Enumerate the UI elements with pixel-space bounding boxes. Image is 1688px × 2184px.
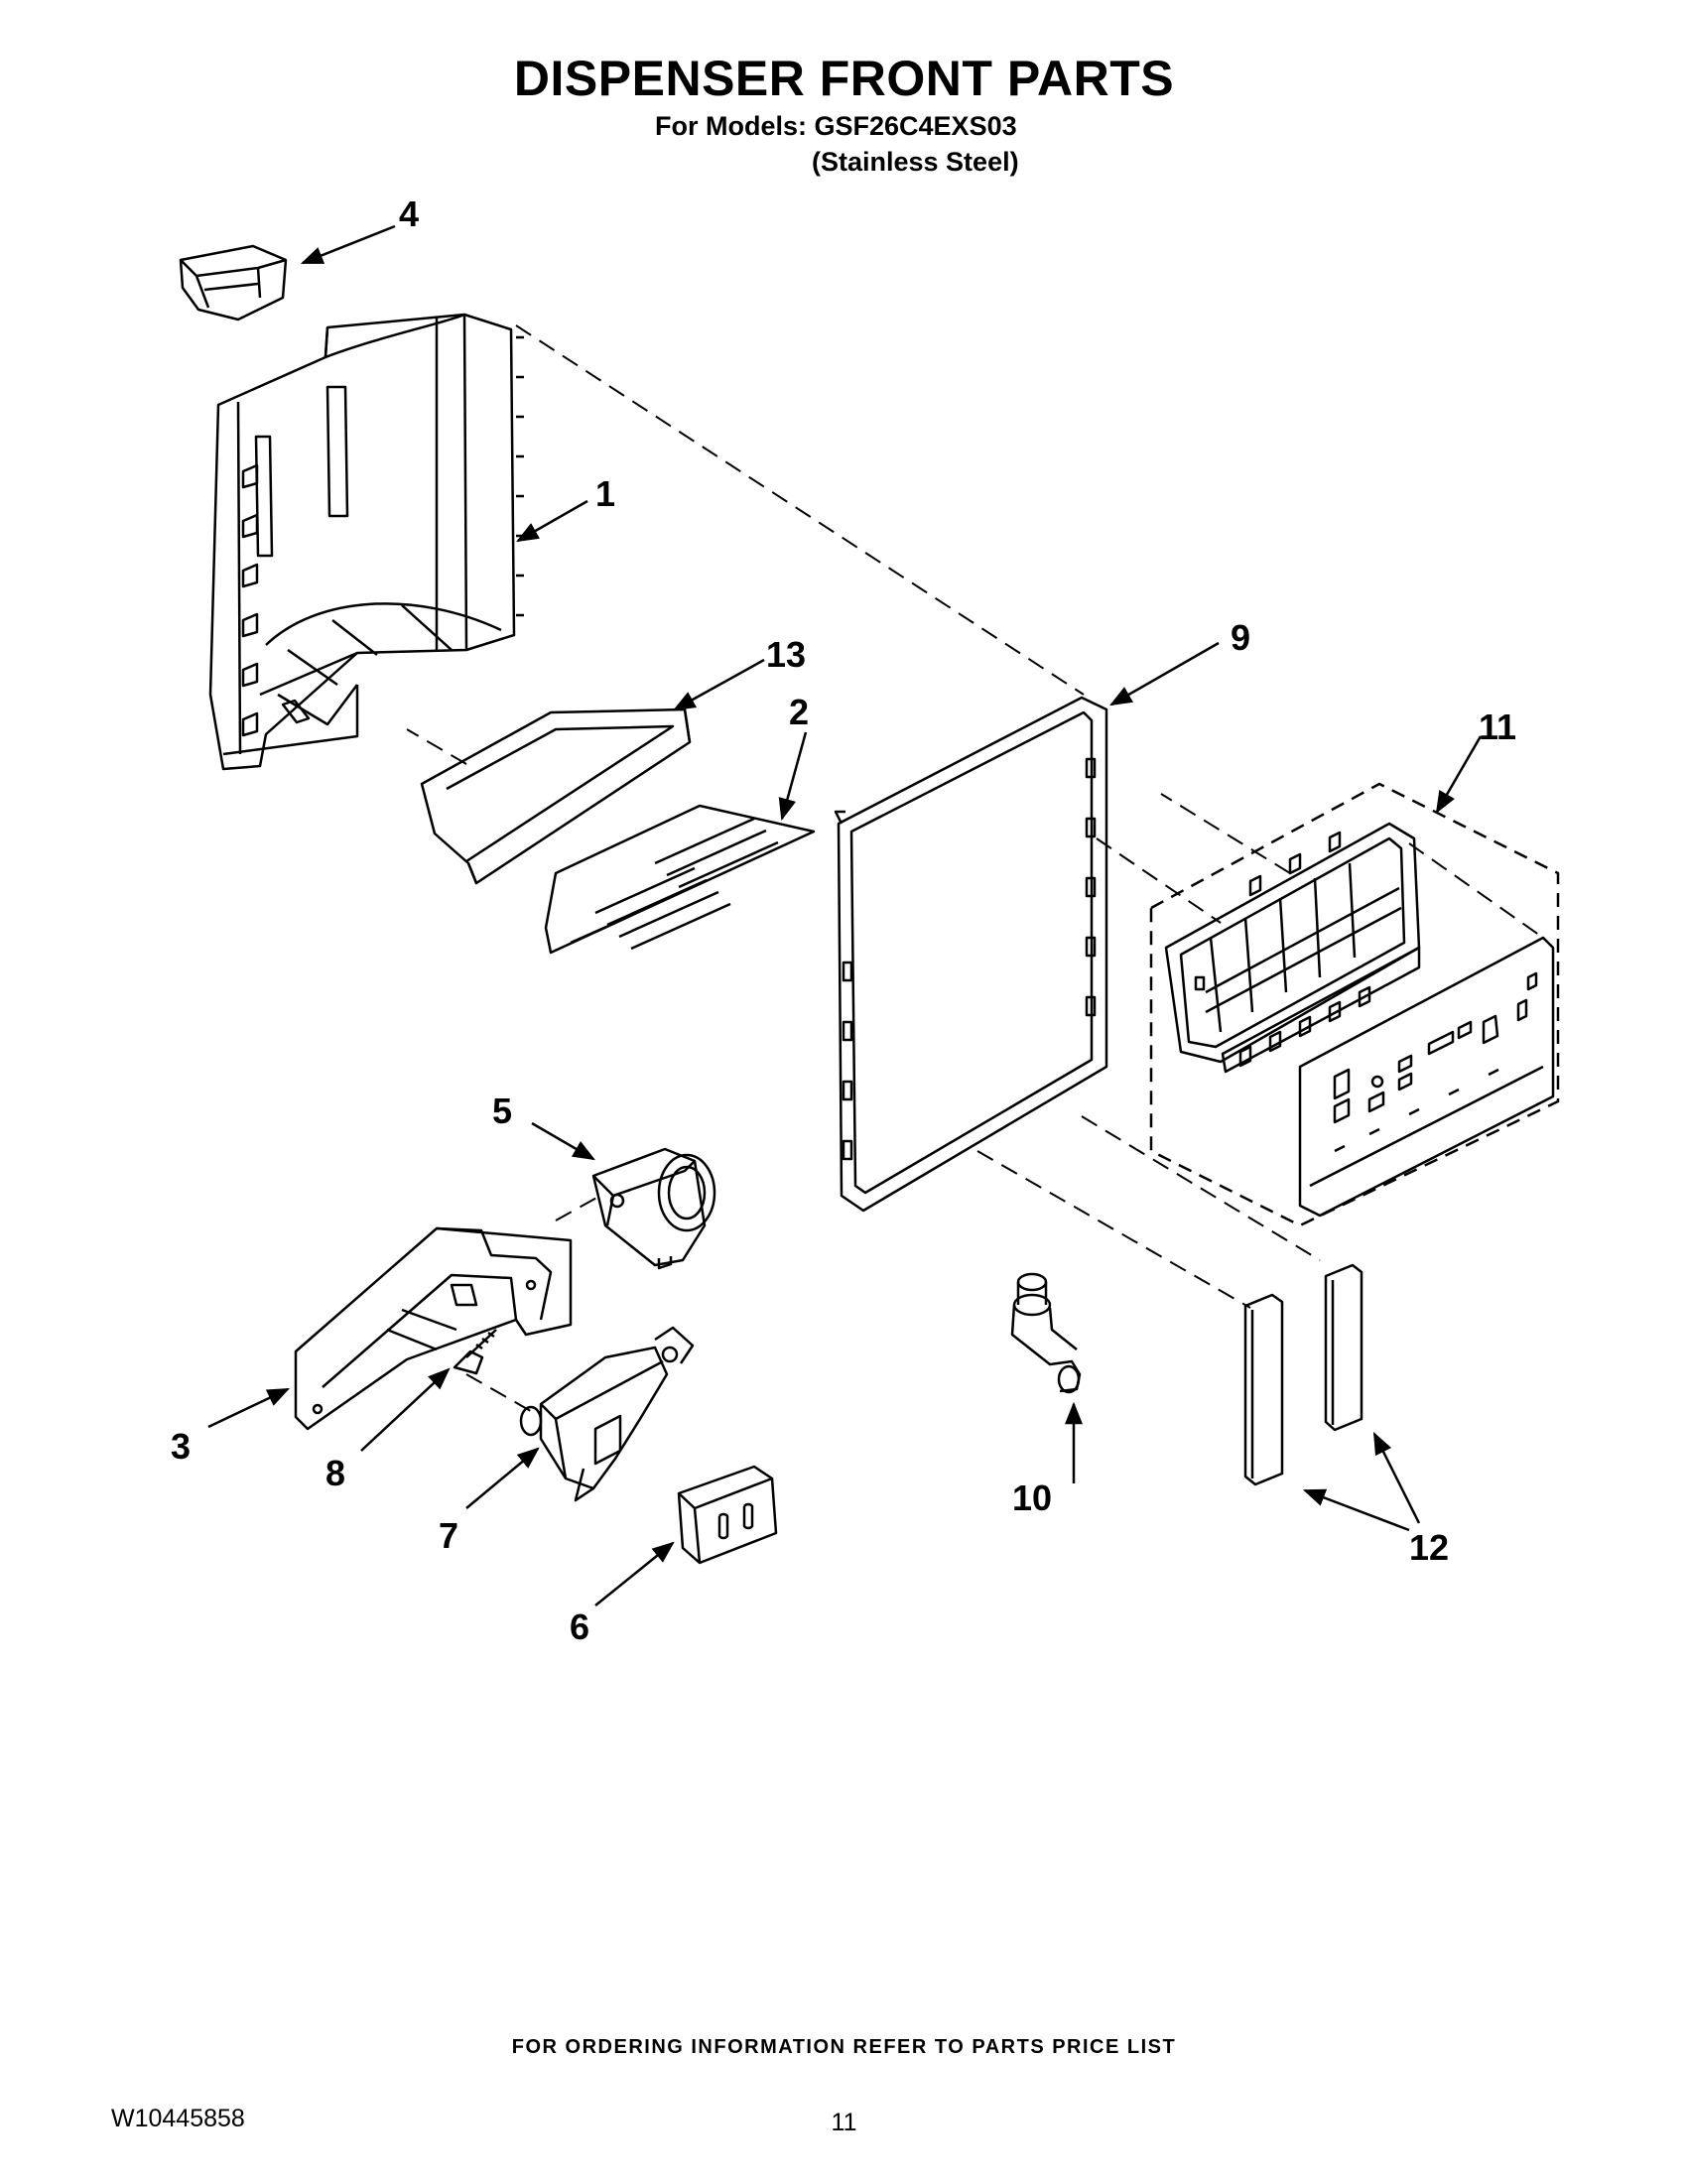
part-5-motor xyxy=(591,1147,716,1270)
part-1-housing xyxy=(208,313,524,771)
part-7-actuator xyxy=(519,1326,695,1502)
part-12-pads xyxy=(1243,1263,1363,1486)
finish-line: (Stainless Steel) xyxy=(812,147,1019,177)
part-9-gasket xyxy=(834,696,1108,1213)
part-13-frame xyxy=(420,707,692,885)
part-3-bracket xyxy=(294,1226,573,1431)
page-title: DISPENSER FRONT PARTS xyxy=(513,51,1175,106)
part-10-fitting xyxy=(1010,1272,1082,1394)
models-line: For Models: GSF26C4EXS03 xyxy=(655,111,1017,141)
part-4-cup xyxy=(179,244,288,321)
control-board xyxy=(1164,822,1421,1074)
callout-10: 10 xyxy=(1012,1477,1052,1518)
callout-3: 3 xyxy=(171,1426,191,1467)
callout-12: 12 xyxy=(1409,1527,1449,1568)
document-number: W10445858 xyxy=(111,2105,245,2132)
part-8-screw xyxy=(453,1329,497,1375)
callout-11: 11 xyxy=(1479,707,1516,747)
part-6-paddle xyxy=(677,1465,778,1565)
callout-13: 13 xyxy=(766,634,806,675)
callout-2: 2 xyxy=(789,692,809,732)
assembly-lines xyxy=(406,324,1544,1415)
part-11-control-assembly xyxy=(1149,782,1560,1227)
callout-8: 8 xyxy=(325,1453,345,1493)
callout-9: 9 xyxy=(1231,617,1250,658)
callout-5: 5 xyxy=(492,1091,512,1131)
control-panel xyxy=(1298,936,1555,1218)
housing-tabs xyxy=(241,463,259,737)
callout-4: 4 xyxy=(399,193,419,234)
ordering-note: FOR ORDERING INFORMATION REFER TO PARTS … xyxy=(511,2036,1177,2058)
page-number: 11 xyxy=(831,2109,857,2136)
callout-6: 6 xyxy=(570,1606,589,1647)
part-2-grille xyxy=(544,804,816,955)
leader-arrows xyxy=(207,224,1483,1606)
callout-labels: 4 1 13 2 9 11 5 3 8 7 6 10 12 xyxy=(171,193,1516,1647)
callout-1: 1 xyxy=(595,473,615,514)
callout-7: 7 xyxy=(439,1515,458,1556)
